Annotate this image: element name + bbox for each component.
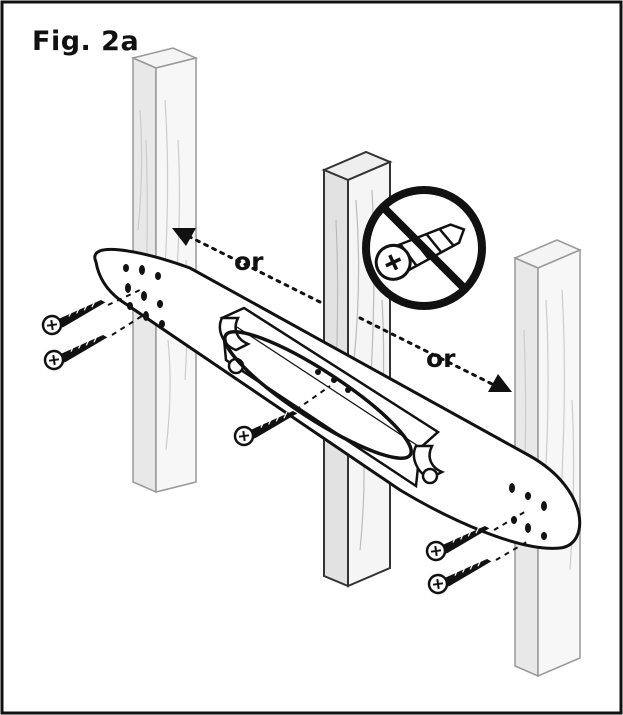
figure-label: Fig. 2a [32,26,140,57]
option-label-left: or [234,247,264,276]
arrow-head-right [488,374,512,392]
mounting-bracket [93,247,582,550]
screws [39,289,531,596]
arrow-head-left [172,228,196,246]
wood-stud-center [321,150,393,588]
no-drywall-anchor-icon [362,186,486,310]
direction-arrows [172,228,512,392]
option-label-right: or [426,344,456,373]
screw-center [231,385,331,448]
screw-right-upper [423,509,529,563]
screw-right-lower [425,539,531,596]
